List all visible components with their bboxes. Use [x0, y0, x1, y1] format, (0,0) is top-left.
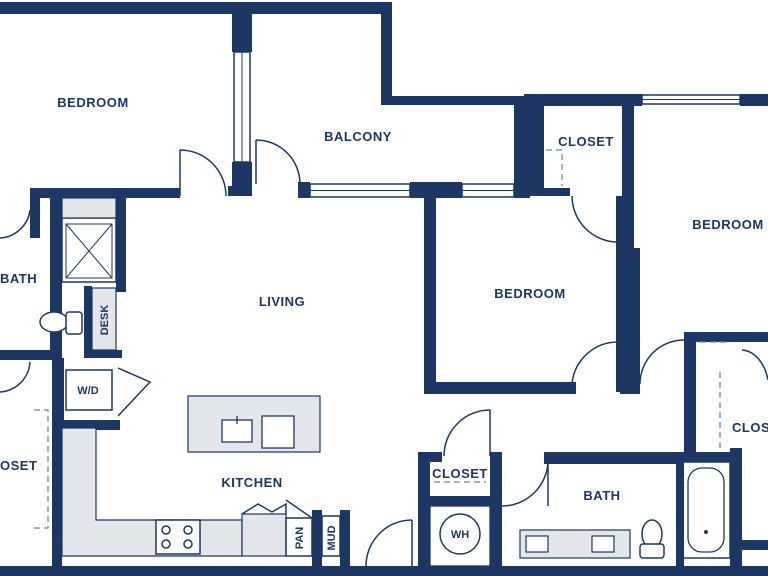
mud-icon: [321, 515, 341, 557]
desk-icon: [91, 287, 117, 351]
pan-label: PAN: [294, 527, 306, 549]
pantry-icon: [285, 517, 313, 557]
closet-small-label: CLOSET: [432, 466, 488, 481]
bedroom-center-label: BEDROOM: [494, 286, 565, 301]
bedroom-nw-label: BEDROOM: [57, 95, 128, 110]
mud-label: MUD: [326, 525, 338, 550]
closet-shelves: [34, 149, 726, 529]
stove-icon: [155, 519, 201, 555]
kitchen-label: KITCHEN: [221, 475, 282, 490]
water-heater-icon: [429, 505, 491, 567]
doors: [0, 139, 768, 567]
room-labels: BEDROOM BALCONY CLOSET BEDROOM BATH LIVI…: [0, 95, 768, 551]
bedroom-east-label: BEDROOM: [692, 217, 763, 232]
fixtures: [39, 197, 731, 567]
kitchen-island: [187, 395, 321, 453]
shower-icon: [61, 217, 117, 283]
toilet-icon: [639, 519, 665, 559]
bath-south-label: BATH: [583, 488, 620, 503]
sink-icon: [591, 535, 615, 553]
bathtub-icon: [681, 461, 731, 559]
desk-label: DESK: [99, 305, 111, 336]
wh-label: WH: [451, 529, 469, 541]
closet-east-label: CLOS: [732, 420, 768, 435]
dishwasher-icon: [261, 415, 295, 449]
balcony-label: BALCONY: [324, 129, 392, 144]
bath-west-label: BATH: [0, 271, 37, 286]
sink-icon: [525, 535, 549, 553]
closet-west-label: OSET: [0, 458, 37, 473]
closet-top-label: CLOSET: [558, 134, 614, 149]
washer-dryer-icon: [65, 369, 113, 411]
living-label: LIVING: [259, 294, 305, 309]
fridge-icon: [241, 513, 287, 557]
wd-label: W/D: [77, 385, 98, 397]
toilet-icon: [39, 311, 83, 335]
sink-icon: [221, 416, 253, 443]
